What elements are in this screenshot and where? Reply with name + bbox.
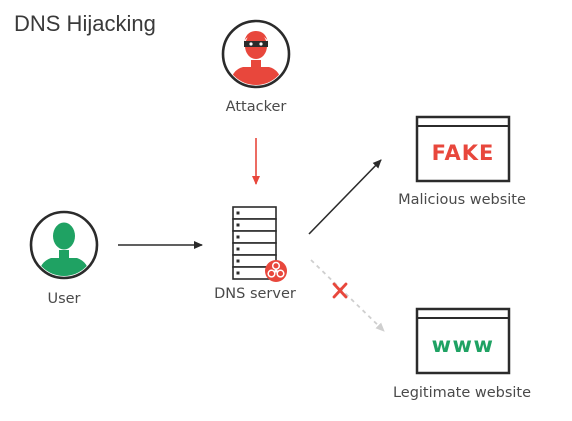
attacker-label: Attacker (226, 99, 287, 115)
user-label: User (47, 291, 80, 307)
diagram-title: DNS Hijacking (14, 11, 156, 36)
malicious-website-label: Malicious website (398, 192, 526, 208)
cross-icon (332, 282, 348, 299)
attacker-node: Attacker (221, 19, 291, 115)
fake-window-text: FAKE (432, 141, 495, 165)
dns-server-label: DNS server (214, 286, 296, 302)
server-rack-icon (232, 206, 277, 280)
dns-server-node: DNS server (214, 206, 296, 302)
dns-to-legitimate-arrow (310, 259, 385, 332)
user-avatar-icon (29, 210, 99, 280)
legitimate-website-label: Legitimate website (393, 385, 531, 401)
browser-window-icon (415, 307, 511, 375)
browser-window-icon (415, 115, 511, 183)
biohazard-icon (265, 260, 287, 282)
malicious-website-node: FAKE Malicious website (398, 115, 526, 208)
dns-to-malicious-arrow (308, 159, 382, 235)
user-node: User (29, 210, 99, 307)
www-window-text: www (432, 333, 495, 357)
attacker-avatar-icon (221, 19, 291, 89)
legitimate-website-node: www Legitimate website (393, 307, 531, 401)
